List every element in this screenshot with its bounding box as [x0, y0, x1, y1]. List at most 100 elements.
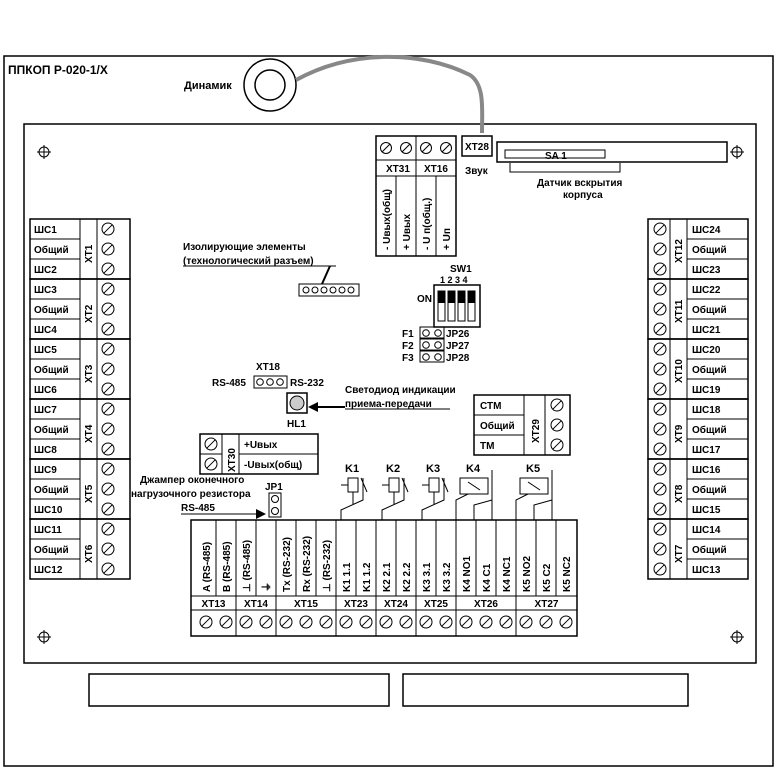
screw-terminal-icon — [339, 615, 353, 629]
xt31-label: ХТ31 — [386, 164, 410, 175]
bottom-group-label: ХТ26 — [474, 599, 498, 610]
screw-terminal-icon — [419, 615, 433, 629]
screw-terminal-icon — [101, 222, 115, 236]
sw1-dip-switch[interactable] — [433, 284, 481, 328]
xt29-row-label: ТМ — [480, 441, 494, 452]
xt18-pin — [266, 378, 274, 386]
jp1-jumper[interactable] — [268, 492, 282, 518]
terminal-row-label: ШС4 — [34, 325, 57, 336]
fuse-label: F2 — [402, 341, 414, 352]
screw-terminal-icon — [653, 462, 667, 476]
hl1-led-housing — [286, 392, 308, 414]
terminal-block-xt31-xt16: ХТ31 ХТ16 — [375, 135, 457, 257]
xt28-caption: Звук — [465, 166, 489, 177]
terminal-row-label: Общий — [692, 544, 727, 556]
jumper-jp27[interactable] — [419, 338, 445, 351]
terminal-group-label: ХТ8 — [674, 484, 685, 503]
xt18-pin — [276, 378, 284, 386]
relay-label: K1 — [345, 463, 359, 475]
terminal-row-label: ШС15 — [692, 505, 721, 516]
sa1-sensor — [496, 141, 728, 163]
xt29-row-label: СТМ — [480, 401, 501, 412]
screw-terminal-icon — [204, 437, 218, 451]
screw-terminal-icon — [653, 542, 667, 556]
terminal-row-label: ШС22 — [692, 285, 721, 296]
screw-terminal-icon — [101, 482, 115, 496]
pcb-outline — [23, 123, 757, 664]
top-pin-label: - Uвых(общ) — [381, 189, 393, 250]
jumper-label: JP28 — [446, 353, 470, 364]
xt29-row-label: Общий — [480, 420, 515, 432]
terminal-row-label: Общий — [692, 424, 727, 436]
hl1-label: HL1 — [287, 419, 306, 430]
jumper-pin — [422, 353, 430, 361]
isolating-pin — [347, 286, 355, 294]
bottom-group-label: ХТ24 — [384, 599, 408, 610]
isolating-label-line1: Изолирующие элементы — [183, 242, 306, 253]
bottom-pin-label: K1 1.1 — [342, 562, 353, 592]
sa1-lever — [504, 149, 606, 159]
terminal-block-xt29 — [473, 394, 571, 456]
bottom-pin-label: K5 NC2 — [562, 556, 573, 592]
relay-label: K3 — [426, 463, 440, 475]
terminal-row-label: ШС8 — [34, 445, 57, 456]
terminal-group-label: ХТ11 — [674, 299, 685, 323]
xt30-row-label: +Uвых — [244, 440, 278, 451]
terminal-row-label: Общий — [34, 544, 69, 556]
bottom-group-label: ХТ27 — [535, 599, 559, 610]
xt29-label: ХТ29 — [531, 419, 542, 443]
jp1-caption-line3: RS-485 — [181, 503, 215, 514]
terminal-row-label: ШС6 — [34, 385, 57, 396]
xt18-label: ХТ18 — [256, 362, 280, 373]
terminal-row-label: ШС23 — [692, 265, 721, 276]
terminal-row-label: ШС11 — [34, 525, 62, 536]
speaker-cable — [295, 54, 485, 134]
mounting-hole-icons — [37, 145, 744, 644]
bottom-terminal-block — [190, 519, 578, 637]
terminal-group-label: ХТ4 — [84, 424, 95, 443]
terminal-block-xt30 — [199, 433, 319, 475]
terminal-row-label: Общий — [34, 364, 69, 376]
relay-k2-icon: K2 — [381, 463, 409, 520]
jumper-jp26[interactable] — [419, 326, 445, 339]
jp1-caption-line1: Джампер оконечного — [140, 475, 244, 486]
terminal-group-label: ХТ1 — [84, 244, 95, 263]
isolating-arrow — [321, 265, 331, 285]
bottom-pin-label: K1 1.2 — [362, 562, 373, 592]
relay-k1-icon: K1 — [340, 463, 368, 520]
jumper-jp28[interactable] — [419, 350, 445, 363]
sw1-label: SW1 — [450, 264, 472, 275]
screw-terminal-icon — [653, 522, 667, 536]
terminal-row-label: ШС16 — [692, 465, 721, 476]
jumper-pin — [434, 329, 442, 337]
bottom-slot-left — [88, 673, 390, 707]
terminal-row-label: Общий — [34, 244, 69, 256]
bottom-pin-label: K2 2.2 — [402, 562, 413, 592]
isolating-pin — [320, 286, 328, 294]
bottom-pin-label: ⊥ (RS-232) — [322, 540, 333, 592]
jumper-pin — [434, 353, 442, 361]
terminal-row-label: ШС7 — [34, 405, 57, 416]
sw1-on-label: ON — [417, 294, 432, 305]
terminal-row-label: ШС19 — [692, 385, 721, 396]
jumper-label: JP26 — [446, 329, 470, 340]
isolating-label-line2: (технологический разъем) — [183, 256, 314, 267]
sw1-key-lever — [468, 291, 475, 303]
relay-label: K4 — [466, 463, 481, 475]
sa1-bracket — [509, 163, 621, 173]
terminal-row-label: Общий — [692, 484, 727, 496]
screw-terminal-icon — [653, 562, 667, 576]
screw-terminal-icon — [653, 282, 667, 296]
screw-terminal-icon — [359, 615, 373, 629]
screw-terminal-icon — [299, 615, 313, 629]
screw-terminal-icon — [101, 302, 115, 316]
bottom-pin-label: K4 NC1 — [502, 556, 513, 592]
bottom-pin-label: K5 NO2 — [522, 555, 533, 592]
screw-terminal-icon — [101, 502, 115, 516]
